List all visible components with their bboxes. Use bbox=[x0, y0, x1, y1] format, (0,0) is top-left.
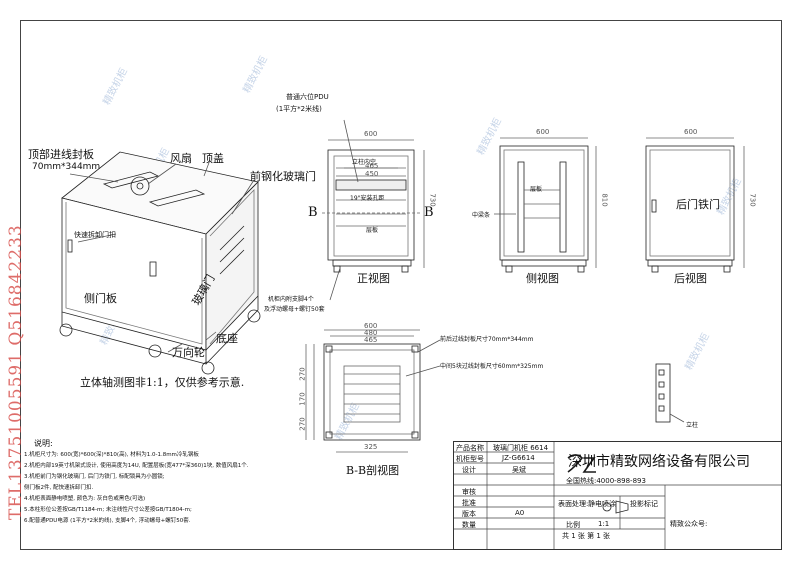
rear-view bbox=[645, 137, 745, 273]
model-label: 机柜型号 bbox=[456, 455, 484, 463]
front-glass-door-label: 前钢化玻璃门 bbox=[250, 170, 316, 183]
sheet-count: 共 1 张 第 1 张 bbox=[562, 532, 611, 540]
pdu-spec: (1平方*2米线) bbox=[276, 105, 322, 113]
section-note-top: 前后过线封板尺寸70mm*344mm bbox=[440, 336, 534, 343]
side-view-title: 侧视图 bbox=[526, 272, 559, 285]
post-detail bbox=[655, 363, 685, 423]
drawing-frame bbox=[20, 20, 782, 550]
top-cover-label: 顶盖 bbox=[202, 152, 224, 165]
surface-label: 表面处理: bbox=[558, 500, 589, 508]
post-clear-label: 立柱内空 bbox=[352, 159, 377, 166]
bracket-note-2: 及浮动螺母+螺钉50套 bbox=[264, 306, 325, 313]
isometric-caption: 立体轴测图非1:1，仅供参考示意. bbox=[80, 376, 245, 389]
top-inlet-label: 顶部进线封板 bbox=[28, 148, 94, 161]
company-name: 深圳市精致网络设备有限公司 bbox=[568, 454, 750, 470]
rear-height-730: 730 bbox=[748, 193, 757, 207]
quick-lock-label: 快速拆卸门扣 bbox=[74, 231, 116, 239]
design-label: 设计 bbox=[462, 466, 476, 474]
hotline: 全国热线:4000-898-893 bbox=[566, 477, 646, 485]
product-name-label: 产品名称 bbox=[456, 444, 484, 452]
front-shelf-label: 层板 bbox=[366, 227, 379, 234]
front-width-450: 450 bbox=[365, 170, 379, 178]
side-panel-label: 侧门板 bbox=[84, 292, 117, 305]
section-marker-right: B bbox=[424, 205, 434, 220]
scale-label: 比例 bbox=[566, 521, 580, 529]
pdu-label: 普通六位PDU bbox=[286, 93, 329, 101]
note-line: 3.机柜前门为钢化玻璃门, 后门为铁门, 标配锁具为小圆锁; bbox=[24, 474, 165, 480]
front-width-600: 600 bbox=[364, 130, 378, 138]
section-view-title: B-B剖视图 bbox=[346, 464, 400, 477]
caster-label: 万向轮 bbox=[172, 346, 205, 359]
rear-door-label: 后门铁门 bbox=[676, 198, 720, 211]
post-label: 立柱 bbox=[686, 422, 699, 429]
section-marker-left: B bbox=[308, 205, 318, 220]
side-height-810: 810 bbox=[600, 193, 609, 207]
section-note-mid: 中间5块过线封板尺寸60mm*325mm bbox=[440, 363, 544, 370]
product-name: 玻璃门机柜 6614 bbox=[493, 444, 549, 452]
designer-name: 吴斌 bbox=[512, 466, 526, 474]
review-label: 审核 bbox=[462, 488, 476, 496]
rear-width-600: 600 bbox=[684, 128, 698, 136]
wechat-label: 精致公众号: bbox=[670, 520, 708, 528]
version-value: A0 bbox=[515, 509, 525, 517]
side-width-600: 600 bbox=[536, 128, 550, 136]
side-view bbox=[494, 137, 597, 273]
front-view bbox=[322, 119, 425, 301]
version-label: 版本 bbox=[462, 510, 476, 518]
section-depth-dim: 270 bbox=[298, 367, 307, 381]
fan-label: 风扇 bbox=[170, 152, 192, 165]
bracket-note-1: 机柜内附支脚4个 bbox=[268, 296, 314, 303]
company-logo bbox=[567, 454, 596, 473]
mid-bar-label: 中梁条 bbox=[472, 212, 491, 219]
top-inlet-size: 70mm*344mm bbox=[32, 162, 101, 172]
front-view-title: 正视图 bbox=[357, 272, 390, 285]
section-width-480: 480 bbox=[364, 329, 378, 337]
note-line: 5.本柱形位公差按GB/T1184-m; 未注线性尺寸公差按GB/T1804-m… bbox=[24, 507, 192, 513]
note-line: 4.机柜表面静电喷塑, 颜色为: 灰白色或黑色(可选) bbox=[24, 496, 146, 502]
section-depth-dim: 170 bbox=[298, 392, 307, 406]
note-line: 1.机柜尺寸为: 600(宽)*600(深)*810(高), 材料为1.0-1.… bbox=[24, 452, 199, 458]
note-line: 6.配普通PDU电源 (1平方*2米的线), 支脚4个, 浮动螺母+螺钉50套. bbox=[24, 518, 191, 524]
model-value: JZ-G6614 bbox=[502, 454, 535, 462]
base-label: 底座 bbox=[216, 332, 238, 345]
section-width-600: 600 bbox=[364, 322, 378, 330]
projection-label: 投影标记 bbox=[630, 500, 658, 508]
notes-heading: 说明: bbox=[34, 439, 53, 448]
approve-label: 批准 bbox=[462, 499, 476, 507]
scale-value: 1:1 bbox=[598, 520, 610, 528]
rack-19-label: 19"安装孔距 bbox=[350, 195, 385, 202]
note-line: 侧门板2件, 配快速拆卸门扣. bbox=[24, 485, 94, 491]
projection-symbol bbox=[602, 500, 629, 514]
rear-view-title: 后视图 bbox=[674, 272, 707, 285]
side-shelf-label: 层板 bbox=[530, 186, 543, 193]
section-depth-dim: 270 bbox=[298, 417, 307, 431]
isometric-cabinet bbox=[59, 151, 261, 375]
section-width-465: 465 bbox=[364, 336, 378, 344]
surface-value: 静电喷涂 bbox=[588, 500, 616, 508]
section-width-325: 325 bbox=[364, 443, 378, 451]
section-view bbox=[305, 329, 441, 453]
title-block-grid bbox=[453, 441, 782, 550]
qty-label: 数量 bbox=[462, 521, 476, 529]
note-line: 2.机柜内部19英寸机架式设计, 使用高度为14U, 配置层板(宽477*深36… bbox=[24, 463, 249, 469]
title-block bbox=[453, 441, 782, 550]
front-width-465: 465 bbox=[365, 162, 379, 170]
